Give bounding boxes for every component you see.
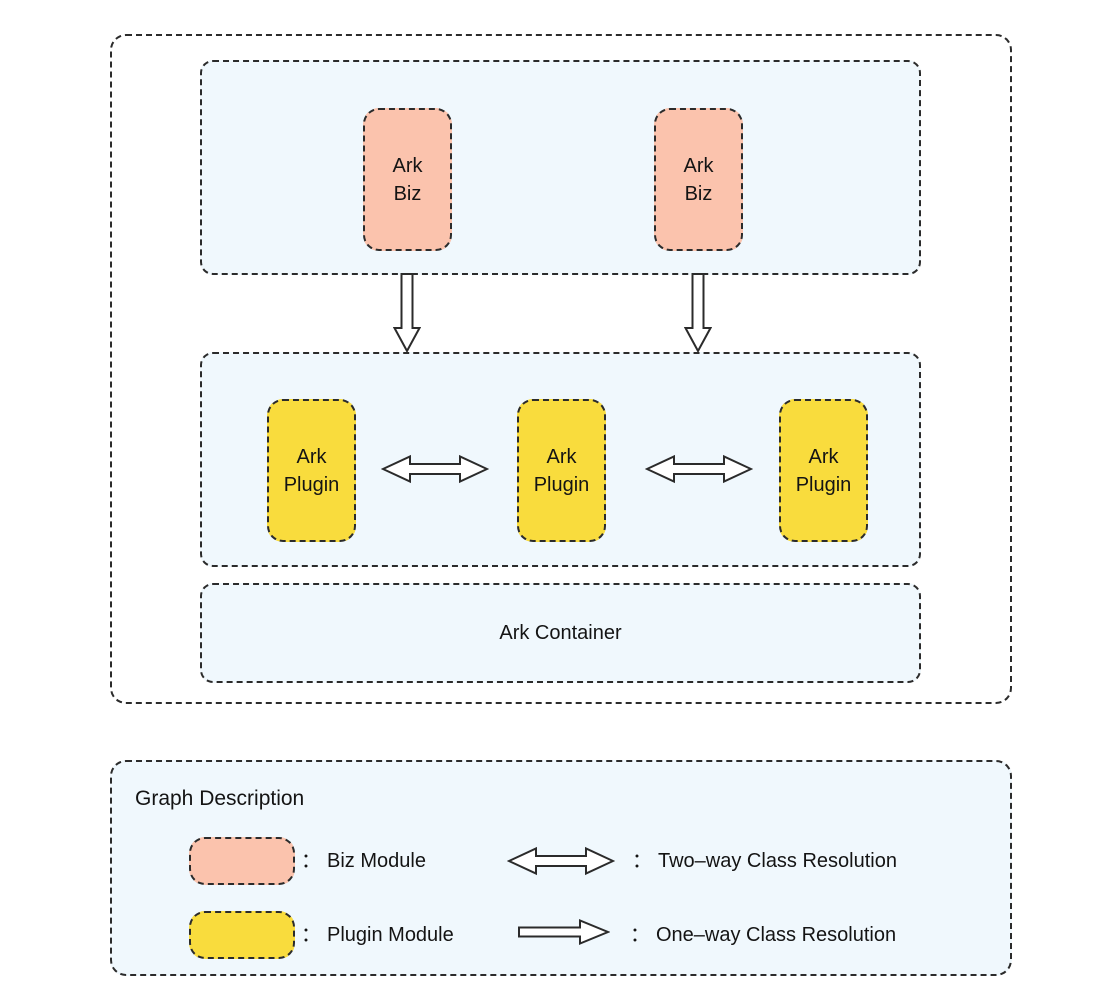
two-way-arrow-icon [381,454,489,484]
ark-plugin-node-3-label: Ark Plugin [795,445,852,496]
ark-container-box: Ark Container [200,583,921,683]
legend-colon: ： [632,850,652,872]
biz-module-swatch-icon [189,837,295,885]
legend-item-label: Two–way Class Resolution [658,850,897,872]
legend-item-label: Biz Module [327,850,426,872]
down-arrow-icon [684,273,712,353]
ark-plugin-node-1-label: Ark Plugin [283,445,340,496]
ark-biz-node-1-label: Ark Biz [392,154,423,205]
legend-colon: ： [630,924,650,946]
legend-item-two-way: ： Two–way Class Resolution [632,848,897,874]
ark-biz-node-1: Ark Biz [363,108,452,251]
one-way-arrow-icon [518,919,610,945]
down-arrow-icon [393,273,421,353]
ark-biz-node-2-label: Ark Biz [683,154,714,205]
legend-item-label: One–way Class Resolution [656,924,897,946]
biz-layer-box [200,60,921,275]
legend-item-one-way: ： One–way Class Resolution [630,922,896,948]
ark-plugin-node-3: Ark Plugin [779,399,868,542]
ark-plugin-node-1: Ark Plugin [267,399,356,542]
two-way-arrow-icon [645,454,753,484]
ark-plugin-node-2-label: Ark Plugin [533,445,590,496]
legend-item-biz-module: ： Biz Module [301,848,426,874]
two-way-arrow-icon [507,846,615,876]
ark-biz-node-2: Ark Biz [654,108,743,251]
legend-item-plugin-module: ： Plugin Module [301,922,454,948]
ark-plugin-node-2: Ark Plugin [517,399,606,542]
plugin-module-swatch-icon [189,911,295,959]
legend-colon: ： [301,850,321,872]
legend-box: Graph Description ： Biz Module ： Two–way… [110,760,1012,976]
legend-item-label: Plugin Module [327,924,454,946]
legend-colon: ： [301,924,321,946]
legend-title: Graph Description [135,787,305,810]
ark-container-label: Ark Container [499,621,622,644]
